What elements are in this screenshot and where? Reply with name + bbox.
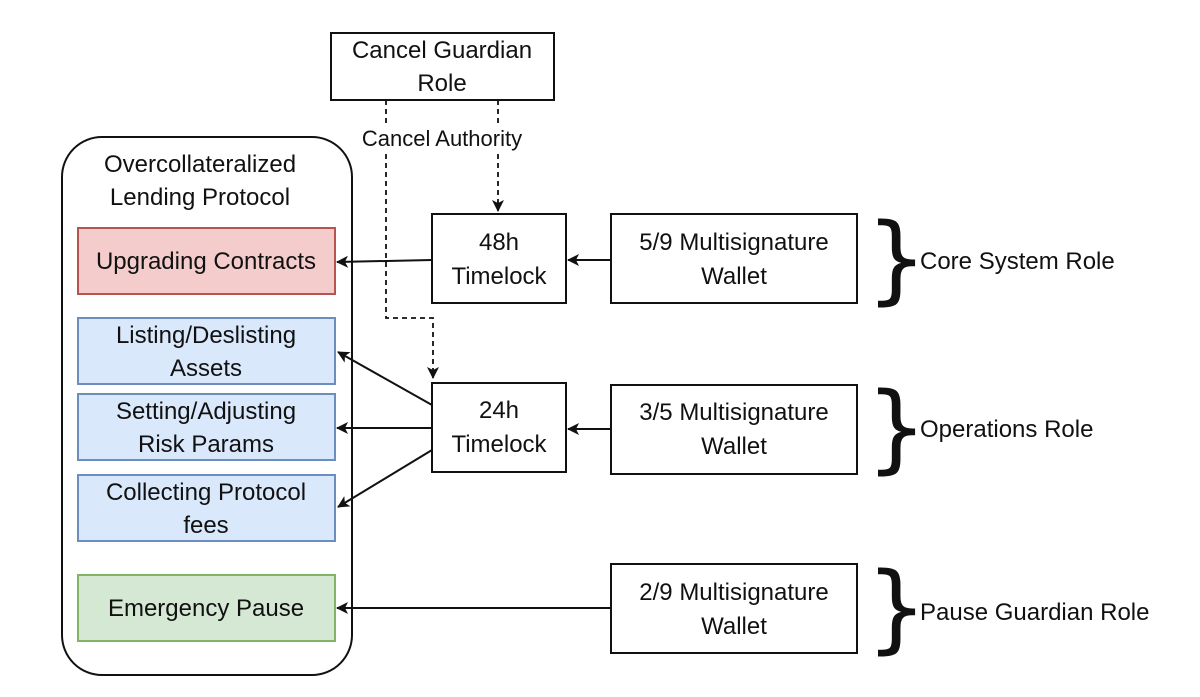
timelock-24h: 24h Timelock: [431, 382, 567, 473]
role-operations-label: Operations Role: [920, 416, 1093, 443]
role-core-label: Core System Role: [920, 248, 1115, 275]
action-collecting-fees: Collecting Protocol fees: [77, 474, 336, 542]
protocol-title-line1: Overcollateralized: [104, 151, 296, 178]
action-risk-label-line1: Setting/Adjusting: [116, 398, 296, 425]
action-listing-assets: Listing/Deslisting Assets: [77, 317, 336, 385]
action-listing-label-line1: Listing/Deslisting: [116, 322, 296, 349]
wallet-operations-line2: Wallet: [701, 433, 767, 460]
cancel-edge-24h: [385, 100, 439, 379]
brace-operations: }: [866, 372, 927, 484]
wallet-pause-line1: 2/9 Multisignature: [639, 579, 828, 606]
action-risk-label-line2: Risk Params: [138, 431, 274, 458]
edge-24h-to-fees: [337, 449, 433, 508]
timelock-24h-line2: Timelock: [451, 431, 547, 458]
timelock-24h-line1: 24h: [479, 397, 519, 424]
cancel-guardian-line1: Cancel Guardian: [352, 37, 532, 64]
wallet-operations-line1: 3/5 Multisignature: [639, 399, 828, 426]
action-fees-label-line2: fees: [183, 512, 228, 539]
edge-48h-to-upgrading: [336, 255, 433, 268]
wallet-operations: 3/5 Multisignature Wallet: [610, 384, 858, 475]
cancel-authority-label-bg: [352, 123, 532, 153]
action-upgrading-label: Upgrading Contracts: [96, 248, 316, 275]
action-fees-label-line1: Collecting Protocol: [106, 479, 306, 506]
timelock-48h-line2: Timelock: [451, 263, 547, 290]
action-risk-params: Setting/Adjusting Risk Params: [77, 393, 336, 461]
wallet-pause-line2: Wallet: [701, 613, 767, 640]
protocol-title-line2: Lending Protocol: [110, 184, 290, 211]
cancel-authority-label: Cancel Authority: [362, 126, 522, 151]
wallet-core-line1: 5/9 Multisignature: [639, 229, 828, 256]
brace-core: }: [866, 203, 927, 315]
cancel-guardian-role-box: Cancel Guardian Role: [330, 32, 555, 101]
action-pause-label: Emergency Pause: [108, 595, 304, 622]
timelock-48h: 48h Timelock: [431, 213, 567, 304]
wallet-pause: 2/9 Multisignature Wallet: [610, 563, 858, 654]
brace-pause: }: [866, 552, 927, 664]
role-pause-label: Pause Guardian Role: [920, 599, 1149, 626]
cancel-guardian-line2: Role: [417, 70, 466, 97]
edge-24h-to-listing: [337, 351, 433, 406]
wallet-core: 5/9 Multisignature Wallet: [610, 213, 858, 304]
action-upgrading-contracts: Upgrading Contracts: [77, 227, 336, 295]
timelock-48h-line1: 48h: [479, 229, 519, 256]
action-listing-label-line2: Assets: [170, 355, 242, 382]
wallet-core-line2: Wallet: [701, 263, 767, 290]
action-emergency-pause: Emergency Pause: [77, 574, 336, 642]
